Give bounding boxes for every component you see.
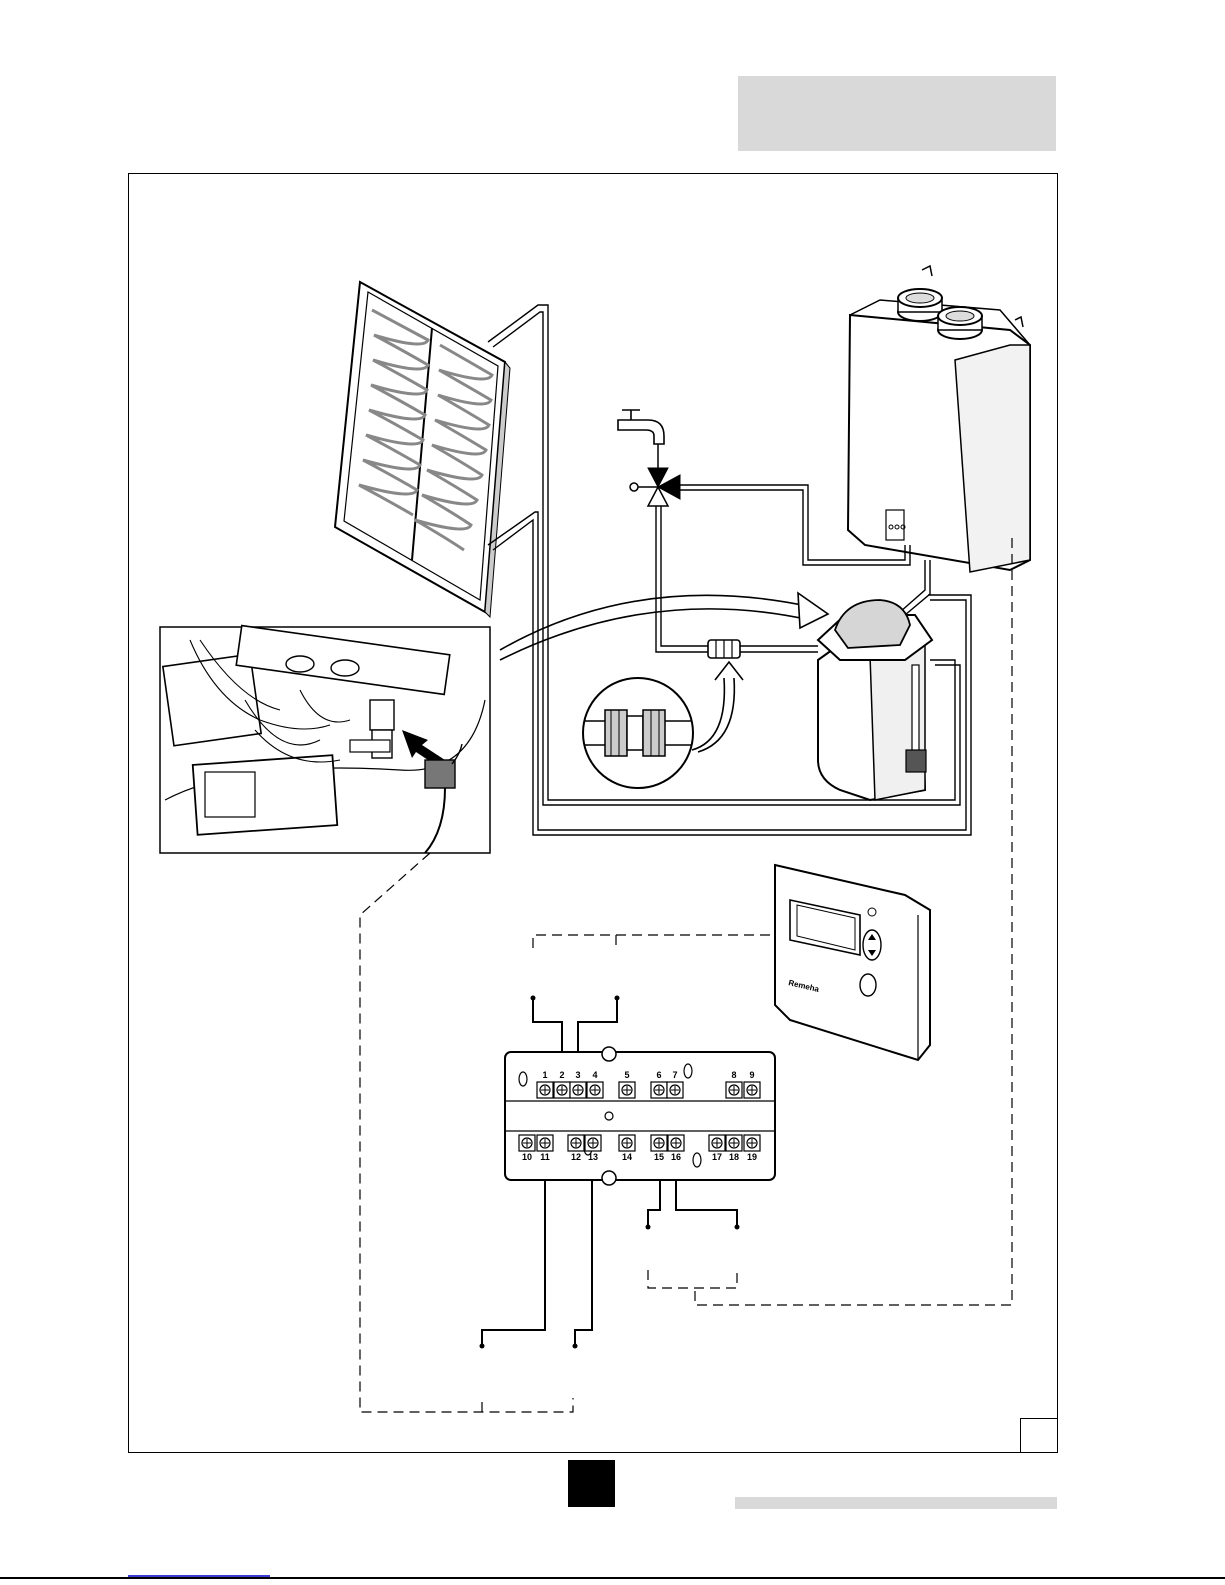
- terminal-label: 10: [522, 1152, 532, 1162]
- cold-water-piping: [656, 506, 818, 652]
- terminal-label: 15: [654, 1152, 664, 1162]
- terminal-label: 8: [731, 1070, 736, 1080]
- terminal-label: 17: [712, 1152, 722, 1162]
- terminal-label: 16: [671, 1152, 681, 1162]
- terminal-label: 7: [672, 1070, 677, 1080]
- terminal-label: 2: [559, 1070, 564, 1080]
- storage-tank: [818, 600, 932, 800]
- mixing-valve-icon: [630, 444, 680, 506]
- terminal-label: 19: [747, 1152, 757, 1162]
- terminal-label: 14: [622, 1152, 632, 1162]
- boiler: [848, 266, 1030, 572]
- terminal-label: 12: [571, 1152, 581, 1162]
- terminal-label: 13: [588, 1152, 598, 1162]
- detail-pointer-arrow: [692, 662, 743, 752]
- sensor-installation-photo: [160, 626, 490, 853]
- solar-controller: Remeha: [775, 865, 930, 1060]
- solar-collector: [335, 282, 510, 617]
- tank-sensor-icon: [906, 750, 926, 772]
- terminal-label: 1: [542, 1070, 547, 1080]
- sensor-clip-icon: [425, 760, 455, 788]
- terminal-label: 11: [540, 1152, 550, 1162]
- terminal-label: 18: [729, 1152, 739, 1162]
- tap-icon: [618, 410, 664, 444]
- terminal-label: 5: [624, 1070, 629, 1080]
- pipe-coupling-icon: [708, 640, 740, 658]
- coupling-detail-magnifier: [583, 678, 693, 788]
- terminal-label: 9: [749, 1070, 754, 1080]
- controller-button-icon: [860, 974, 876, 996]
- boiler-display-panel: [886, 510, 904, 540]
- terminal-label: 3: [575, 1070, 580, 1080]
- location-arrow-head: [798, 593, 828, 628]
- terminal-label: 6: [656, 1070, 661, 1080]
- terminal-label: 4: [592, 1070, 597, 1080]
